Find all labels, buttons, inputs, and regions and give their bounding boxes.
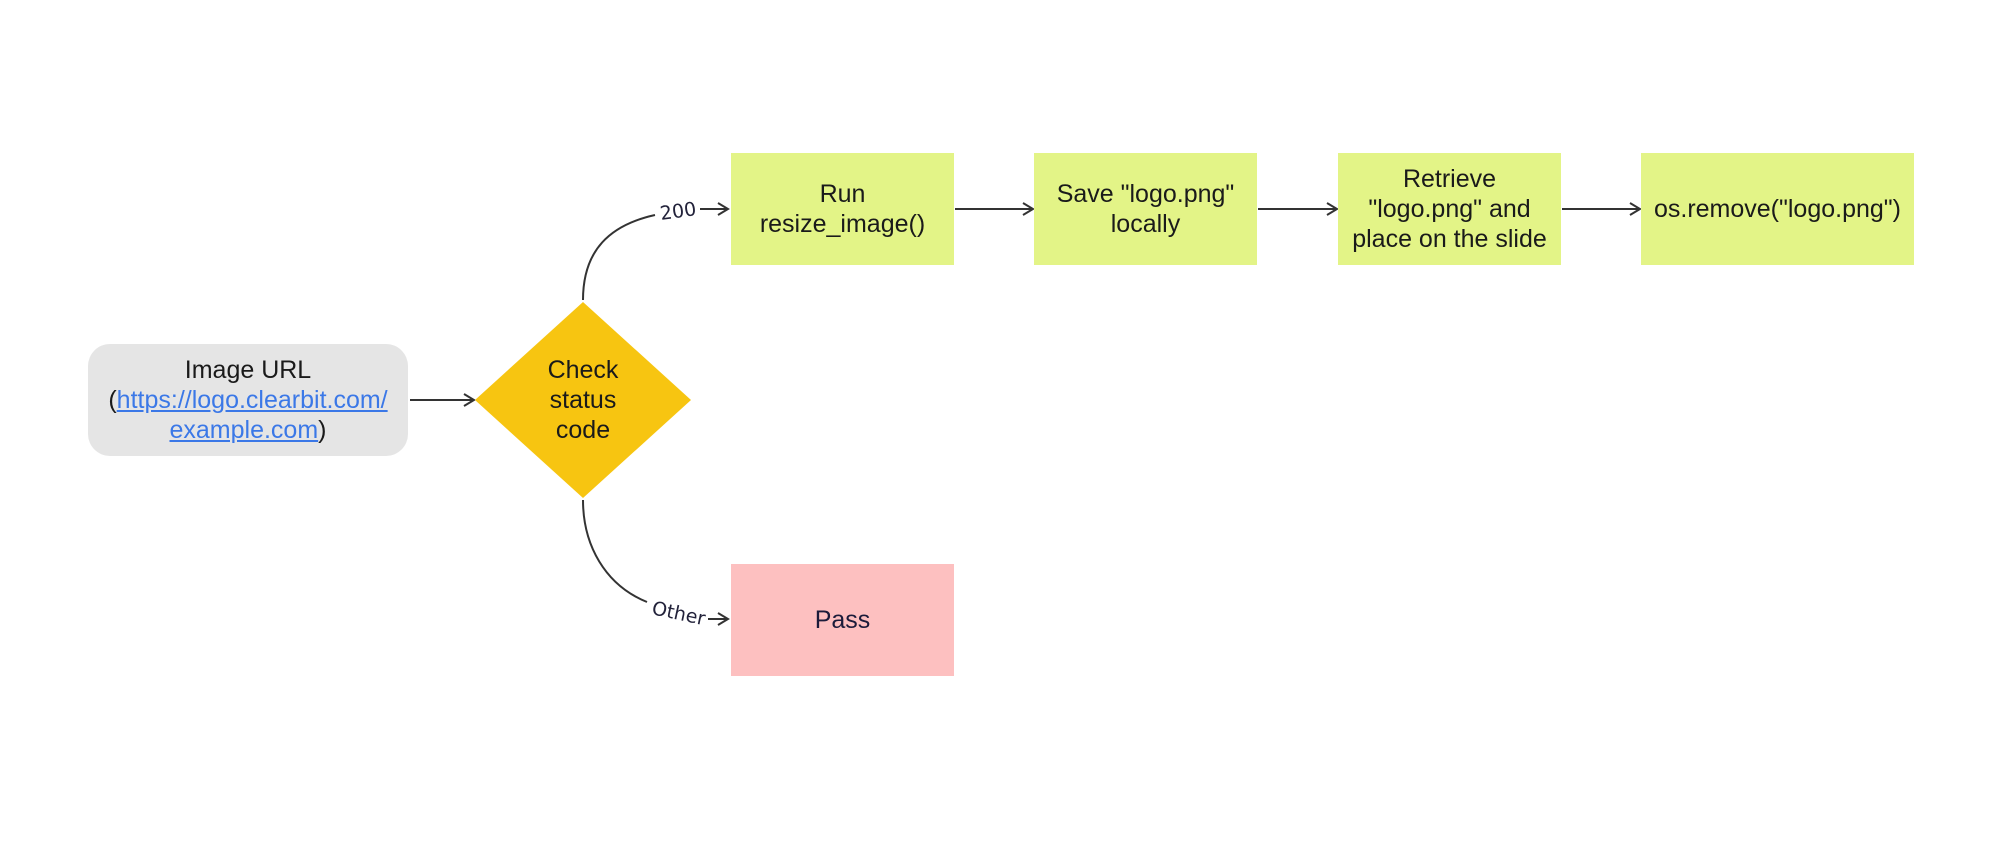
start-node-image-url: Image URL (https://logo.clearbit.com/ ex… bbox=[88, 344, 408, 456]
start-node-url: (https://logo.clearbit.com/ bbox=[108, 385, 387, 415]
process-node-pass: Pass bbox=[731, 564, 954, 676]
process-node-resize-image: Run resize_image() bbox=[731, 153, 954, 265]
edge-label-other: Other bbox=[650, 597, 708, 630]
edge-decision-to-resize bbox=[582, 214, 656, 301]
paren-open: ( bbox=[108, 386, 117, 414]
node-line: Run bbox=[819, 180, 866, 208]
decision-node-check-status: Check status code bbox=[475, 302, 691, 498]
node-line: place on the slide bbox=[1352, 225, 1547, 253]
process-node-os-remove: os.remove("logo.png") bbox=[1641, 153, 1914, 265]
node-line: Save "logo.png" bbox=[1056, 180, 1235, 208]
node-line: Retrieve bbox=[1402, 165, 1497, 193]
process-node-retrieve-place: Retrieve "logo.png" and place on the sli… bbox=[1338, 153, 1561, 265]
edge-label-200: 200 bbox=[659, 198, 698, 225]
node-line: resize_image() bbox=[759, 210, 926, 238]
diamond-shape bbox=[475, 302, 691, 498]
paren-close: ) bbox=[318, 416, 327, 444]
start-node-text: Image URL (https://logo.clearbit.com/ ex… bbox=[108, 355, 387, 445]
node-line: locally bbox=[1110, 210, 1181, 238]
decision-line: Check bbox=[547, 356, 619, 384]
decision-line: code bbox=[555, 416, 611, 444]
process-node-save-locally: Save "logo.png" locally bbox=[1034, 153, 1257, 265]
node-line: os.remove("logo.png") bbox=[1653, 195, 1902, 223]
url-link-part2[interactable]: example.com bbox=[169, 416, 319, 444]
start-node-label: Image URL bbox=[184, 356, 312, 384]
decision-line: status bbox=[549, 386, 617, 414]
edge-decision-to-pass bbox=[582, 499, 648, 603]
node-line: Pass bbox=[814, 606, 871, 634]
node-line: "logo.png" and bbox=[1368, 195, 1531, 223]
decision-node-text: Check status code bbox=[475, 302, 691, 498]
url-link-part1[interactable]: https://logo.clearbit.com/ bbox=[116, 386, 388, 414]
start-node-url-cont: example.com) bbox=[108, 415, 387, 445]
